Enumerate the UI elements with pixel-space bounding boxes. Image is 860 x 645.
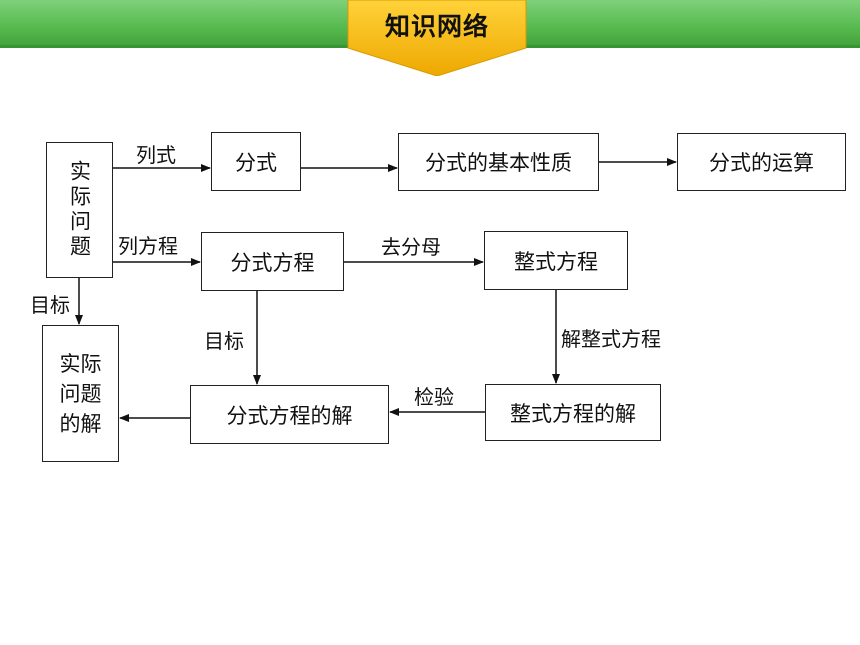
node-fraction-basic-property: 分式的基本性质 bbox=[398, 133, 599, 191]
edge-label-list-expression: 列式 bbox=[136, 143, 176, 167]
node-fraction: 分式 bbox=[211, 132, 301, 191]
edge-label-goal-left: 目标 bbox=[30, 293, 70, 317]
node-integral-equation: 整式方程 bbox=[484, 231, 628, 290]
edge-label-list-equation: 列方程 bbox=[118, 234, 178, 258]
section-tag: 知识网络 bbox=[346, 0, 528, 76]
edge-label-goal-middle: 目标 bbox=[204, 329, 244, 353]
node-integral-equation-solution: 整式方程的解 bbox=[485, 384, 661, 441]
edge-label-check: 检验 bbox=[414, 385, 454, 409]
node-fraction-equation: 分式方程 bbox=[201, 232, 344, 291]
node-practical-problem: 实际问题 bbox=[46, 142, 113, 278]
section-title: 知识网络 bbox=[384, 12, 489, 41]
node-fraction-equation-solution: 分式方程的解 bbox=[190, 385, 389, 444]
edge-label-solve-integral-equation: 解整式方程 bbox=[561, 327, 661, 351]
node-practical-problem-solution: 实际问题的解 bbox=[42, 325, 119, 462]
node-fraction-operation: 分式的运算 bbox=[677, 133, 846, 191]
edge-label-remove-denominator: 去分母 bbox=[381, 235, 441, 259]
